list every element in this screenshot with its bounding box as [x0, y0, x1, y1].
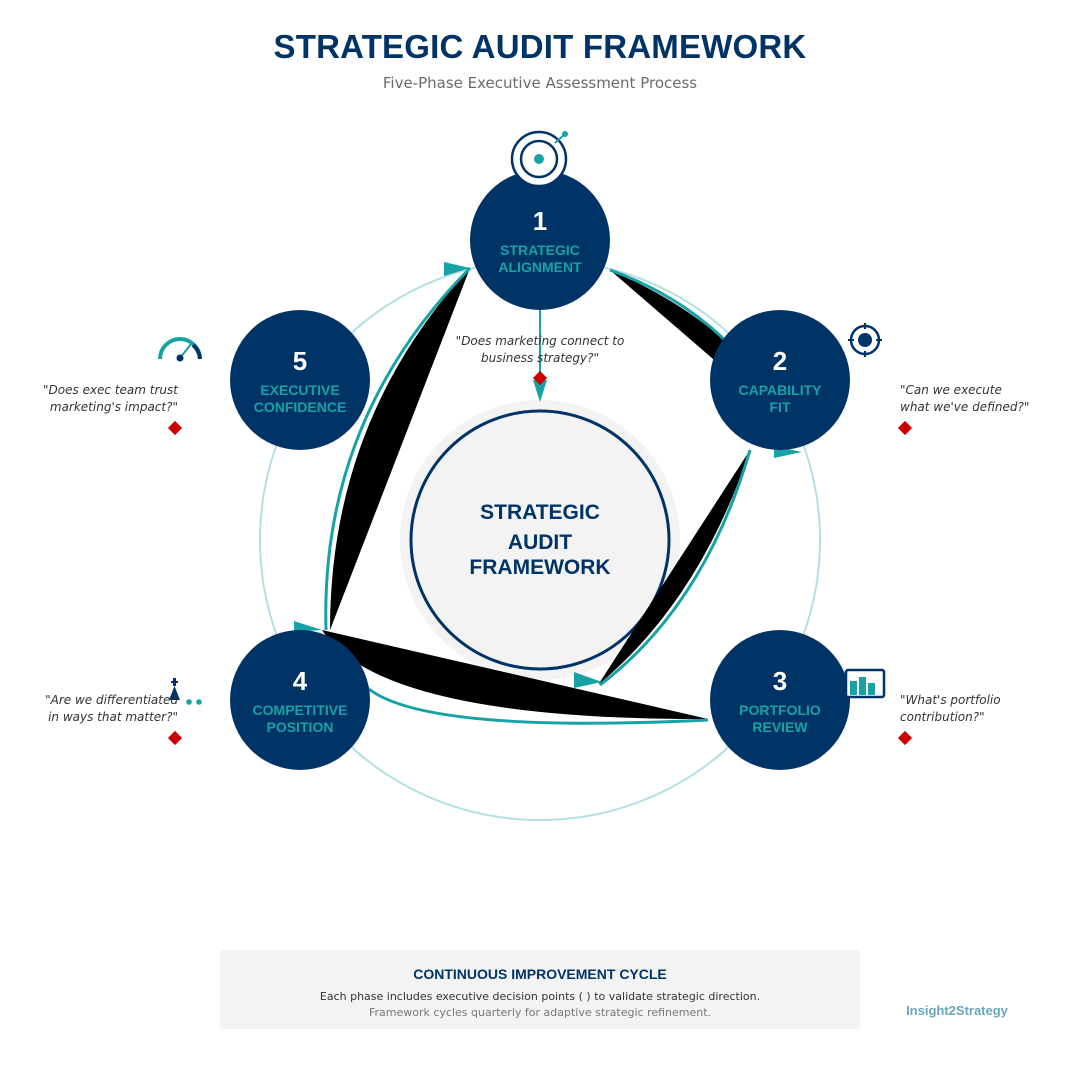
- phase-label: FIT: [770, 399, 791, 415]
- phase-node-1[interactable]: 1 STRATEGIC ALIGNMENT: [470, 170, 610, 310]
- question-line: in ways that matter?": [48, 710, 178, 724]
- crosshair-icon: [848, 323, 882, 357]
- center-title-line1: STRATEGIC: [480, 501, 600, 524]
- phase3-question: "What's portfolio contribution?": [900, 692, 1070, 726]
- phase-label: CONFIDENCE: [254, 399, 347, 415]
- page-title: STRATEGIC AUDIT FRAMEWORK: [273, 28, 807, 65]
- phase-number: 4: [293, 666, 308, 696]
- footer-description: Each phase includes executive decision p…: [319, 990, 761, 1003]
- footer-note: Framework cycles quarterly for adaptive …: [368, 1006, 712, 1019]
- phase1-question: "Does marketing connect to business stra…: [440, 333, 640, 367]
- chess-piece-icon: [169, 678, 202, 705]
- gauge-icon: [158, 337, 202, 362]
- phase-number: 1: [533, 206, 547, 236]
- question-line: business strategy?": [480, 351, 600, 365]
- phase5-question: "Does exec team trust marketing's impact…: [20, 382, 178, 416]
- question-line: "What's portfolio: [900, 693, 1001, 707]
- phase-label: EXECUTIVE: [260, 382, 339, 398]
- connector-1-to-2: [609, 268, 732, 365]
- phase-node-3[interactable]: 3 PORTFOLIO REVIEW: [710, 630, 850, 770]
- question-line: "Are we differentiated: [45, 693, 178, 707]
- question-line: contribution?": [900, 710, 985, 724]
- phase-label: ALIGNMENT: [498, 259, 582, 275]
- question-line: "Can we execute: [900, 383, 1002, 397]
- bar-chart-icon: [844, 668, 886, 699]
- question-line: "Does exec team trust: [43, 383, 178, 397]
- center-title-line2: AUDIT: [508, 531, 572, 554]
- question-line: marketing's impact?": [49, 400, 178, 414]
- center-circle: [409, 409, 671, 671]
- arrowhead: [574, 672, 602, 688]
- footer-title: CONTINUOUS IMPROVEMENT CYCLE: [413, 966, 667, 982]
- phase-label: REVIEW: [752, 719, 808, 735]
- phase-label: STRATEGIC: [500, 242, 580, 258]
- center-title-line3: FRAMEWORK: [469, 556, 610, 579]
- page-subtitle: Five-Phase Executive Assessment Process: [382, 74, 698, 92]
- brand-logo-text: Insight2Strategy: [906, 1003, 1008, 1018]
- arrowhead: [294, 621, 322, 632]
- question-line: "Does marketing connect to: [455, 334, 625, 348]
- phase4-question: "Are we differentiated in ways that matt…: [20, 692, 178, 726]
- phase-label: COMPETITIVE: [253, 702, 348, 718]
- question-line: what we've defined?": [900, 400, 1030, 414]
- phase-label: PORTFOLIO: [739, 702, 821, 718]
- target-icon: [510, 130, 568, 188]
- phase-number: 3: [773, 666, 787, 696]
- phase-number: 5: [293, 346, 307, 376]
- phase-number: 2: [773, 346, 787, 376]
- phase-label: CAPABILITY: [739, 382, 823, 398]
- phase-node-4[interactable]: 4 COMPETITIVE POSITION: [230, 630, 370, 770]
- phase-label: POSITION: [267, 719, 334, 735]
- phase-node-2[interactable]: 2 CAPABILITY FIT: [710, 310, 850, 450]
- footer-panel: CONTINUOUS IMPROVEMENT CYCLE Each phase …: [220, 950, 860, 1029]
- connector-3-to-4: [294, 621, 709, 725]
- connector-4-to-1: [324, 262, 472, 631]
- phase2-question: "Can we execute what we've defined?": [900, 382, 1070, 416]
- phase-node-5[interactable]: 5 EXECUTIVE CONFIDENCE: [230, 310, 370, 450]
- arrowhead: [444, 262, 470, 276]
